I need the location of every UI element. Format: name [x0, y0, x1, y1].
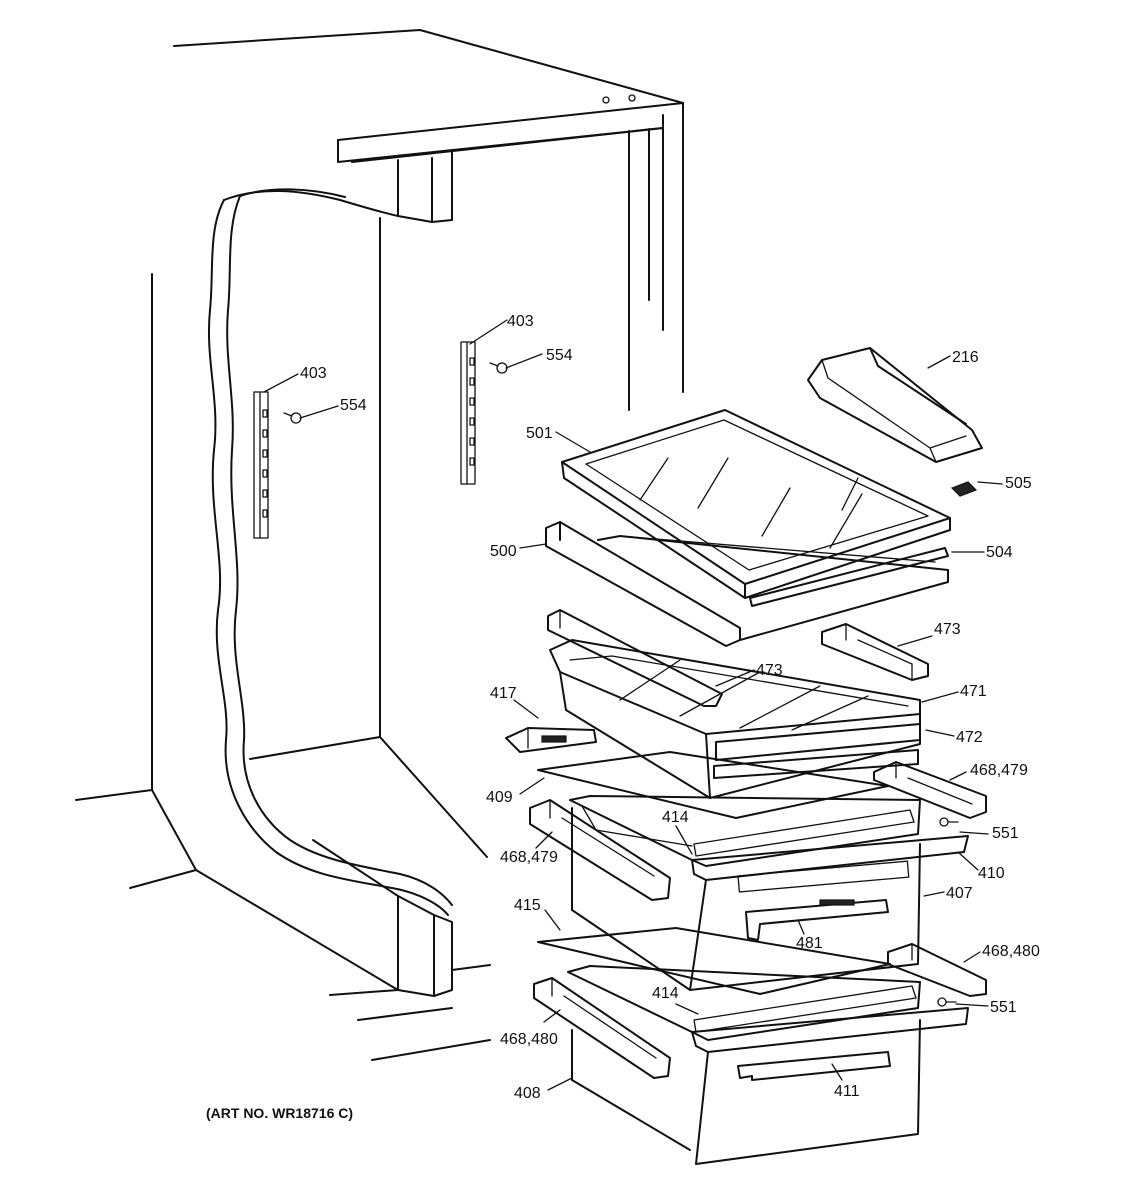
shelf-standard-left	[253, 391, 269, 539]
label-417: 417	[490, 685, 517, 702]
pan-471	[549, 639, 921, 799]
label-472: 472	[956, 729, 983, 746]
label-473-left: 473	[756, 662, 783, 679]
label-407: 407	[946, 885, 973, 902]
bin-216	[807, 347, 983, 463]
label-468-479-left: 468,479	[500, 849, 558, 866]
slide-468-480-right	[887, 943, 987, 997]
label-551-lower: 551	[990, 999, 1017, 1016]
cover-glass-409	[537, 751, 889, 819]
front-trim-472	[713, 723, 921, 779]
label-414-lower: 414	[652, 985, 679, 1002]
label-410: 410	[978, 865, 1005, 882]
label-554-right: 554	[546, 347, 573, 364]
screw-554-right	[489, 362, 508, 374]
label-414-upper: 414	[662, 809, 689, 826]
label-473-right: 473	[934, 621, 961, 638]
art-number-caption: (ART NO. WR18716 C)	[206, 1105, 353, 1121]
label-403-right: 403	[507, 313, 534, 330]
label-551-upper: 551	[992, 825, 1019, 842]
trim-504	[749, 547, 949, 607]
label-501: 501	[526, 425, 553, 442]
label-468-480-right: 468,480	[982, 943, 1040, 960]
drawer-408	[567, 965, 969, 1165]
label-403-left: 403	[300, 365, 327, 382]
label-471: 471	[960, 683, 987, 700]
screw-551-a	[939, 817, 959, 827]
slide-417	[505, 727, 597, 753]
label-468-480-left: 468,480	[500, 1031, 558, 1048]
label-468-479-right: 468,479	[970, 762, 1028, 779]
handle-411	[737, 1051, 891, 1081]
mounting-holes	[602, 94, 636, 104]
label-408: 408	[514, 1085, 541, 1102]
part-labels: 216 403 554 403 554 501 505 500 504 473 …	[300, 313, 1040, 1102]
label-481: 481	[796, 935, 823, 952]
label-411: 411	[834, 1083, 860, 1100]
shelf-frame-500	[545, 521, 949, 647]
label-505: 505	[1005, 475, 1032, 492]
shelf-standard-right	[460, 341, 476, 485]
clip-505	[950, 481, 978, 497]
rail-473-left	[547, 609, 723, 707]
label-216: 216	[952, 349, 979, 366]
rail-473-right	[821, 623, 929, 681]
label-504: 504	[986, 544, 1013, 561]
handle-481	[745, 899, 889, 941]
label-500: 500	[490, 543, 517, 560]
label-415: 415	[514, 897, 541, 914]
cabinet-outline	[75, 29, 684, 1061]
label-554-left: 554	[340, 397, 367, 414]
slide-468-479-right	[873, 761, 987, 819]
leader-lines	[263, 319, 1003, 1091]
screw-551-b	[937, 997, 957, 1007]
label-409: 409	[486, 789, 513, 806]
drawer-front-407	[571, 807, 969, 991]
slide-468-479-left	[529, 799, 671, 901]
slide-468-480-left	[533, 977, 671, 1079]
screw-554-left	[283, 412, 302, 424]
